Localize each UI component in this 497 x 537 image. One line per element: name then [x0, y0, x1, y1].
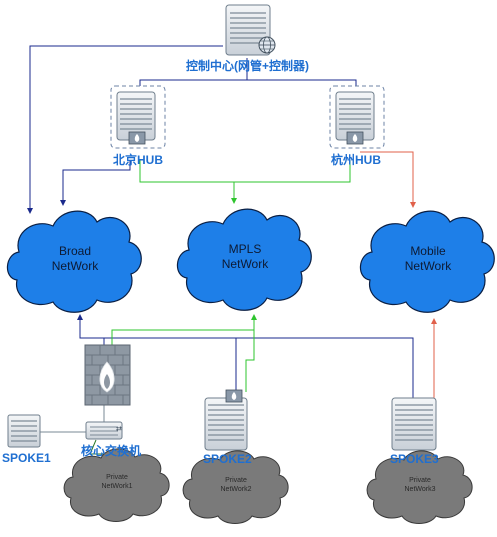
hangzhou-hub-label: 杭州HUB: [331, 153, 381, 167]
core-switch-label: 核心交换机: [81, 444, 142, 458]
link-spokes-to-broad: [79, 318, 414, 398]
arrow-broad-left: [27, 208, 33, 214]
broad-network-line1: Broad: [58, 244, 92, 258]
spoke1-server: [7, 414, 41, 448]
spoke1-label: SPOKE1: [2, 451, 51, 465]
spoke2-server: [204, 389, 248, 451]
broad-network-label: Broad NetWork: [45, 244, 105, 274]
private-network-1-line2: NetWork1: [101, 483, 133, 490]
arrow-mobile-bottom: [431, 318, 437, 324]
link-control-to-broad: [29, 45, 223, 213]
beijing-hub-server: [110, 85, 166, 149]
link-beijing-to-mpls: [139, 160, 235, 200]
spoke3-server: [391, 397, 437, 451]
cloud-private-3: [366, 450, 473, 524]
private-network-2-line1: Private: [225, 477, 247, 484]
private-network-2-line2: NetWork2: [220, 486, 252, 493]
cloud-mpls: [176, 208, 312, 311]
private-network-3-label: Private NetWork3: [400, 476, 440, 494]
link-control-to-hangzhou: [247, 79, 357, 86]
broad-network-line2: NetWork: [51, 259, 99, 273]
hangzhou-hub-server: [329, 85, 385, 149]
private-network-3-line1: Private: [409, 477, 431, 484]
mpls-network-line2: NetWork: [221, 257, 269, 271]
spoke2-label: SPOKE2: [203, 452, 252, 466]
arrow-mobile-top: [410, 202, 416, 208]
link-hangzhou-to-mpls: [234, 160, 351, 183]
control-center-label: 控制中心(网管+控制器): [186, 59, 310, 73]
cloud-broad: [6, 210, 142, 313]
link-firewall-to-mpls: [111, 318, 255, 345]
mpls-network-label: MPLS NetWork: [215, 242, 275, 272]
arrow-mpls-bottom: [251, 314, 257, 320]
mobile-network-line1: Mobile: [410, 244, 446, 258]
private-network-3-line2: NetWork3: [404, 486, 436, 493]
private-network-2-label: Private NetWork2: [216, 476, 256, 494]
spoke3-label: SPOKE3: [390, 452, 439, 466]
cloud-private-2: [182, 450, 289, 524]
beijing-hub-label: 北京HUB: [113, 153, 163, 167]
arrow-mpls-top: [231, 198, 237, 204]
link-beijing-to-broad: [62, 160, 131, 200]
control-center-server: [225, 4, 276, 56]
mpls-network-line1: MPLS: [228, 242, 262, 256]
private-network-1-label: Private NetWork1: [97, 473, 137, 491]
cloud-mobile: [359, 210, 495, 313]
link-control-to-beijing: [139, 58, 248, 86]
core-switch-icon: ⇄: [85, 421, 123, 440]
globe-icon: [258, 36, 276, 54]
firewall-icon: [84, 344, 131, 406]
arrow-broad-bottom: [77, 314, 83, 320]
link-hangzhou-to-mobile: [360, 151, 414, 205]
link-spoke2-to-mpls: [245, 318, 255, 392]
svg-text:⇄: ⇄: [116, 425, 122, 433]
cloud-private-1: [63, 448, 170, 522]
mobile-network-line2: NetWork: [404, 259, 452, 273]
arrow-broad-top: [60, 200, 66, 206]
mobile-network-label: Mobile NetWork: [398, 244, 458, 274]
private-network-1-line1: Private: [106, 474, 128, 481]
